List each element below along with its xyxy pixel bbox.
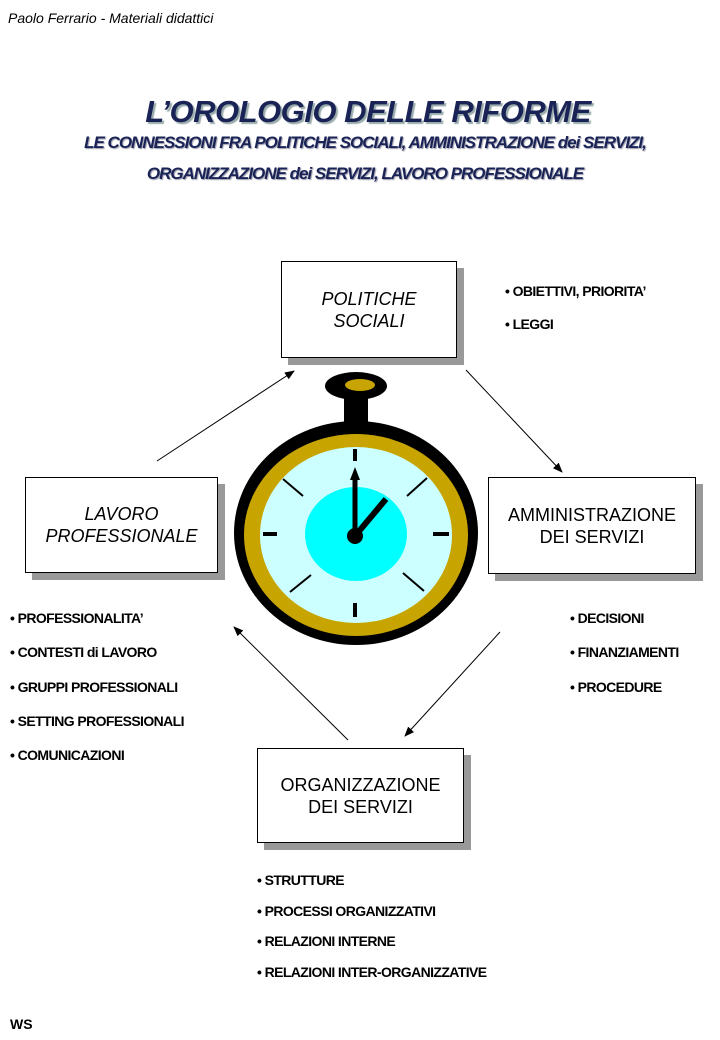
- box-label-line2: SOCIALI: [333, 310, 405, 331]
- bullet-item: • STRUTTURE: [257, 872, 345, 888]
- bullet-item: • DECISIONI: [570, 610, 644, 626]
- bullet-item: • RELAZIONI INTER-ORGANIZZATIVE: [257, 964, 487, 980]
- box-label-line2: PROFESSIONALE: [45, 526, 198, 546]
- subtitle-line-1: LE CONNESSIONI FRA POLITICHE SOCIALI, AM…: [84, 133, 647, 152]
- box-label-line1: POLITICHE: [321, 288, 417, 309]
- box-label-line1: LAVORO: [84, 504, 159, 524]
- box-label-line2: DEI SERVIZI: [539, 526, 645, 547]
- bullet-item: • OBIETTIVI, PRIORITA’: [505, 283, 646, 299]
- box-label-line1: ORGANIZZAZIONE: [280, 774, 441, 795]
- bullet-item: • SETTING PROFESSIONALI: [10, 713, 185, 729]
- stopwatch-icon: [234, 372, 478, 645]
- box-label-line2: DEI SERVIZI: [308, 796, 413, 817]
- footer-initials: WS: [10, 1016, 33, 1032]
- box-label-line1: AMMINISTRAZIONE: [507, 504, 676, 525]
- arrow-organizzazione-to-lavoro: [233, 626, 349, 741]
- bullet-item: • GRUPPI PROFESSIONALI: [10, 679, 178, 695]
- bullet-item: • PROCEDURE: [570, 679, 662, 695]
- page-title: L’OROLOGIO DELLE RIFORME: [145, 94, 591, 129]
- bullet-item: • COMUNICAZIONI: [10, 747, 125, 763]
- arrow-politiche-to-amministrazione: [465, 369, 563, 473]
- bullet-item: • FINANZIAMENTI: [570, 644, 679, 660]
- bullet-item: • PROCESSI ORGANIZZATIVI: [257, 903, 436, 919]
- bullet-item: • LEGGI: [505, 316, 554, 332]
- bullet-item: • CONTESTI di LAVORO: [10, 644, 157, 660]
- arrow-amministrazione-to-organizzazione: [404, 631, 501, 737]
- arrow-lavoro-to-politiche: [156, 370, 295, 462]
- subtitle-line-2: ORGANIZZAZIONE dei SERVIZI, LAVORO PROFE…: [146, 164, 584, 183]
- bullet-item: • RELAZIONI INTERNE: [257, 933, 396, 949]
- bullet-item: • PROFESSIONALITA’: [10, 610, 144, 626]
- header-text: Paolo Ferrario - Materiali didattici: [8, 10, 214, 26]
